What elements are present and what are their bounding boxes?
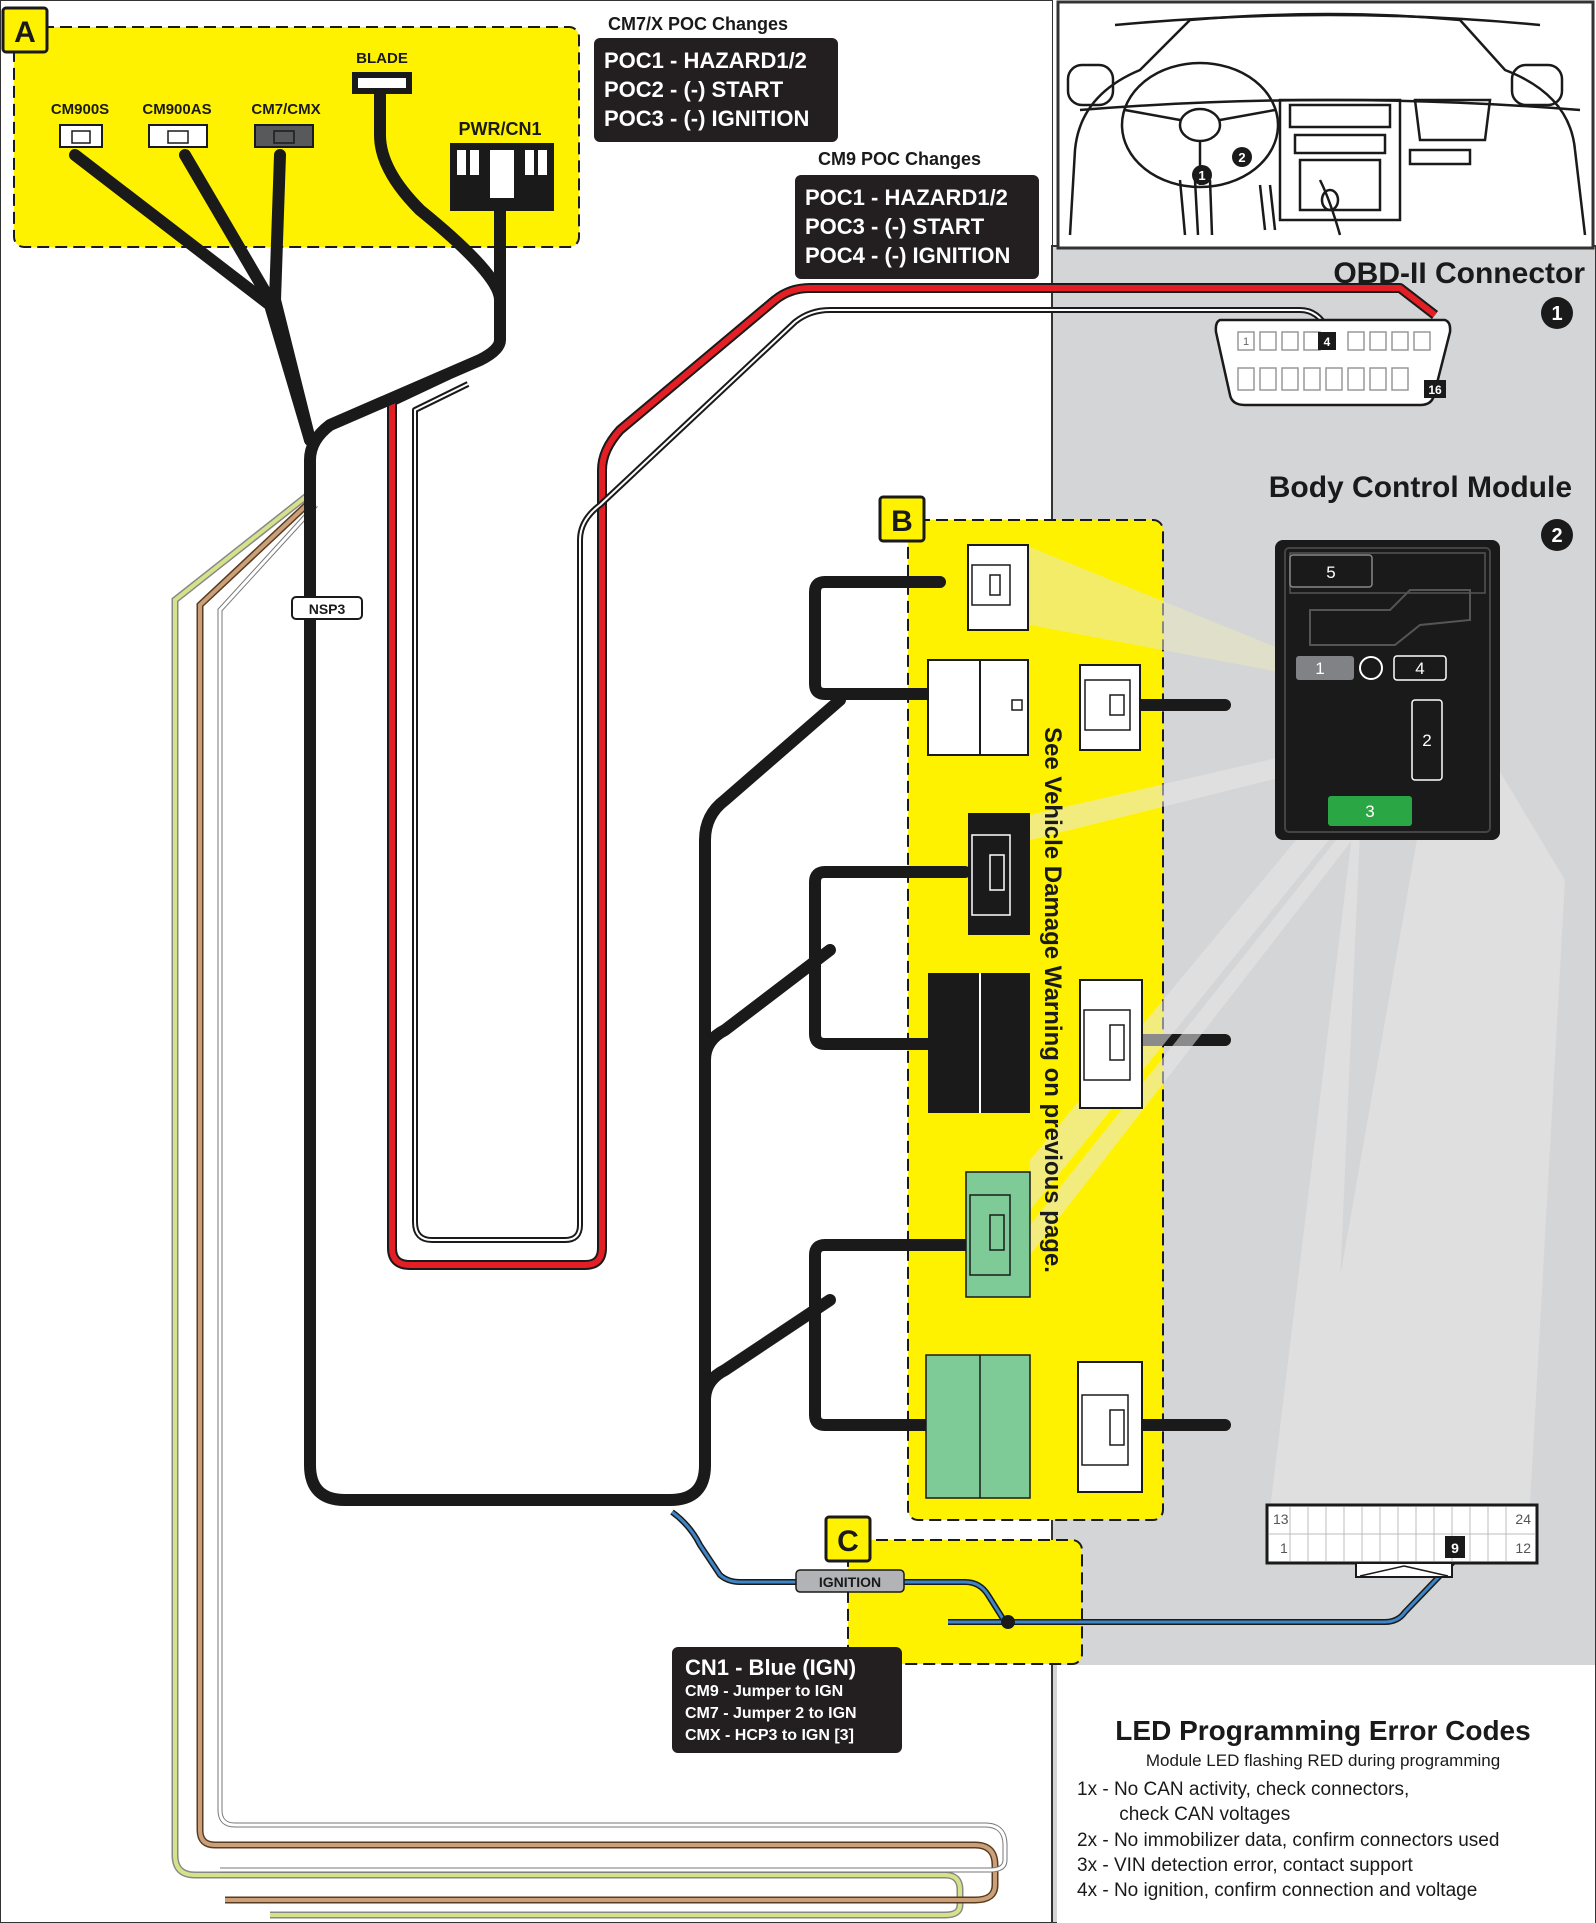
led-code-line-4: 3x - VIN detection error, contact suppor…	[1077, 1855, 1414, 1876]
bcm-title: Body Control Module	[1269, 471, 1572, 504]
nsp3-tag: NSP3	[291, 596, 363, 620]
cm9-poc-line-1: POC1 - HAZARD1/2	[805, 185, 1008, 210]
obd-pin-1-label: 1	[1243, 336, 1249, 348]
svg-text:4: 4	[1415, 659, 1424, 678]
bcm-port-4	[1393, 655, 1447, 681]
dashboard-illustration	[1066, 12, 1587, 236]
led-code-line-1: 1x - No CAN activity, check connectors,	[1077, 1779, 1409, 1800]
cn1-line-1: CM9 - Jumper to IGN	[685, 1683, 843, 1700]
svg-text:A: A	[14, 16, 36, 49]
bcm-port-5	[1289, 554, 1373, 588]
cm7x-poc-box: POC1 - HAZARD1/2 POC2 - (-) START POC3 -…	[594, 38, 838, 142]
obd-pin-16-label: 16	[1428, 383, 1442, 397]
cm9-poc-line-2: POC3 - (-) START	[805, 214, 985, 239]
cn1-line-3: CMX - HCP3 to IGN [3]	[685, 1727, 854, 1744]
dash-marker-1: 1	[1192, 165, 1212, 185]
section-label-a: A	[1, 6, 49, 54]
plug-pin-12: 12	[1515, 1540, 1531, 1556]
bcm-center-bolt	[1359, 656, 1383, 680]
obd-title: OBD-II Connector	[1333, 257, 1585, 290]
svg-text:1: 1	[1551, 303, 1562, 325]
svg-text:2: 2	[1551, 525, 1562, 547]
ignition-wire	[670, 1509, 1458, 1629]
can-wires	[171, 492, 1008, 1919]
bcm-port-2	[1411, 699, 1443, 781]
cm7x-poc-title: CM7/X POC Changes	[608, 14, 788, 34]
bcm-module: 5 1 4 2 3	[1275, 540, 1500, 840]
led-code-line-2: check CAN voltages	[1077, 1804, 1290, 1825]
svg-text:CM900S: CM900S	[51, 101, 109, 118]
connector-cm7-cmx: CM7/CMX	[251, 101, 321, 148]
bcm-plug-connector: 13 24 1 12 9	[1265, 1503, 1539, 1578]
cn1-title: CN1 - Blue (IGN)	[685, 1655, 856, 1680]
obd-marker: 1	[1541, 297, 1573, 329]
section-c-area	[847, 1539, 1083, 1665]
section-b-connectors	[925, 544, 1143, 1499]
damage-warning: See Vehicle Damage Warning on previous p…	[1039, 727, 1066, 1273]
section-label-c: C	[824, 1515, 872, 1563]
plug-pin-9: 9	[1451, 1540, 1459, 1556]
svg-text:2: 2	[1238, 150, 1245, 165]
bcm-port-3	[1328, 796, 1412, 826]
ignition-tag: IGNITION	[795, 1569, 905, 1593]
led-code-line-5: 4x - No ignition, confirm connection and…	[1077, 1880, 1477, 1901]
section-label-b: B	[878, 495, 926, 543]
svg-text:5: 5	[1326, 563, 1335, 582]
led-codes-title: LED Programming Error Codes	[1115, 1715, 1530, 1746]
svg-text:3: 3	[1365, 802, 1374, 821]
bcm-marker: 2	[1541, 519, 1573, 551]
connector-cm900as: CM900AS	[142, 101, 212, 148]
cm9-poc-title: CM9 POC Changes	[818, 149, 981, 169]
led-codes-panel	[1057, 1665, 1595, 1923]
connector-pwr-cn1: PWR/CN1	[450, 119, 554, 211]
connector-cm900s: CM900S	[51, 101, 109, 148]
cm7x-poc-line-3: POC3 - (-) IGNITION	[604, 106, 809, 131]
connector-blade: BLADE	[352, 50, 412, 94]
svg-text:CM900AS: CM900AS	[142, 101, 211, 118]
svg-text:2: 2	[1422, 731, 1431, 750]
cm9-poc-line-3: POC4 - (-) IGNITION	[805, 243, 1010, 268]
svg-text:1: 1	[1198, 168, 1205, 183]
obd-pin-4-label: 4	[1324, 335, 1331, 349]
main-harness	[69, 89, 1231, 1506]
obd-connector: 1 4 16	[1214, 318, 1452, 407]
dash-marker-2: 2	[1232, 147, 1252, 167]
cm7x-poc-line-2: POC2 - (-) START	[604, 77, 784, 102]
svg-text:NSP3: NSP3	[309, 601, 346, 617]
plug-pin-24: 24	[1515, 1511, 1531, 1527]
led-code-line-3: 2x - No immobilizer data, confirm connec…	[1077, 1830, 1499, 1851]
cm7x-poc-line-1: POC1 - HAZARD1/2	[604, 48, 807, 73]
plug-pin-1: 1	[1280, 1540, 1288, 1556]
svg-text:BLADE: BLADE	[356, 50, 408, 67]
svg-text:B: B	[891, 505, 913, 538]
svg-text:1: 1	[1315, 659, 1324, 678]
cn1-line-2: CM7 - Jumper 2 to IGN	[685, 1705, 857, 1722]
cn1-box: CN1 - Blue (IGN) CM9 - Jumper to IGN CM7…	[672, 1647, 902, 1753]
plug-pin-13: 13	[1273, 1511, 1289, 1527]
svg-text:IGNITION: IGNITION	[819, 1574, 881, 1590]
svg-text:CM7/CMX: CM7/CMX	[251, 101, 320, 118]
led-codes-subtitle: Module LED flashing RED during programmi…	[1146, 1751, 1500, 1770]
cm9-poc-box: POC1 - HAZARD1/2 POC3 - (-) START POC4 -…	[795, 175, 1039, 279]
bcm-port-1	[1296, 656, 1354, 680]
svg-text:C: C	[837, 1525, 859, 1558]
svg-text:PWR/CN1: PWR/CN1	[458, 119, 541, 139]
